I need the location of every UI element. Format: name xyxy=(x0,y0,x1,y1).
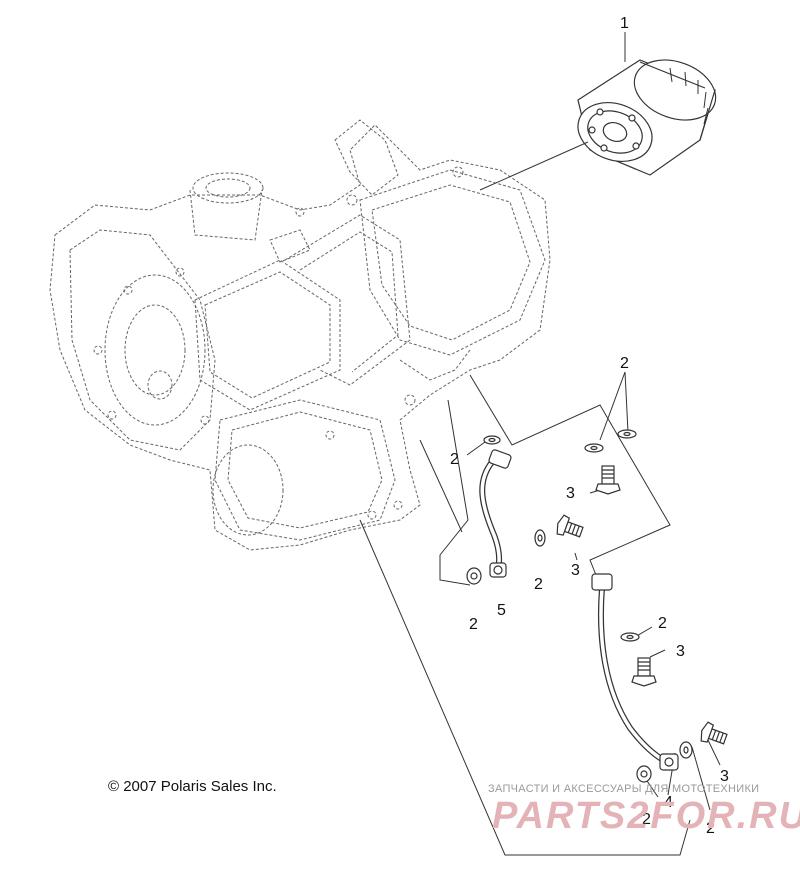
callout-1: 1 xyxy=(620,15,629,32)
washers xyxy=(466,429,693,783)
watermark-tagline: ЗАПЧАСТИ И АКСЕССУАРЫ ДЛЯ МОТОТЕХНИКИ xyxy=(488,783,760,795)
oil-line-lower xyxy=(591,573,679,771)
callout-3: 3 xyxy=(676,643,685,660)
callout-3: 3 xyxy=(566,485,575,502)
banjo-bolts xyxy=(556,465,728,745)
callout-3: 3 xyxy=(720,768,729,785)
callout-2: 2 xyxy=(450,451,459,468)
copyright-notice: © 2007 Polaris Sales Inc. xyxy=(108,778,277,795)
callout-2: 2 xyxy=(534,576,543,593)
oil-filter xyxy=(577,59,717,176)
callout-2: 2 xyxy=(469,616,478,633)
callout-4: 4 xyxy=(664,794,673,811)
callout-2: 2 xyxy=(642,811,651,828)
callout-2: 2 xyxy=(620,355,629,372)
callout-2: 2 xyxy=(658,615,667,632)
engine-block xyxy=(49,119,551,551)
callouts: 1 2 2 3 3 2 2 5 2 3 2 3 2 4 2 xyxy=(450,15,729,837)
routing-lines xyxy=(359,374,691,856)
callout-3: 3 xyxy=(571,562,580,579)
oil-line-upper xyxy=(479,449,512,578)
watermark-logo: PARTS2FOR.RU xyxy=(492,795,800,837)
callout-5: 5 xyxy=(497,602,506,619)
leader-lines xyxy=(466,32,721,811)
callout-2: 2 xyxy=(706,820,715,837)
